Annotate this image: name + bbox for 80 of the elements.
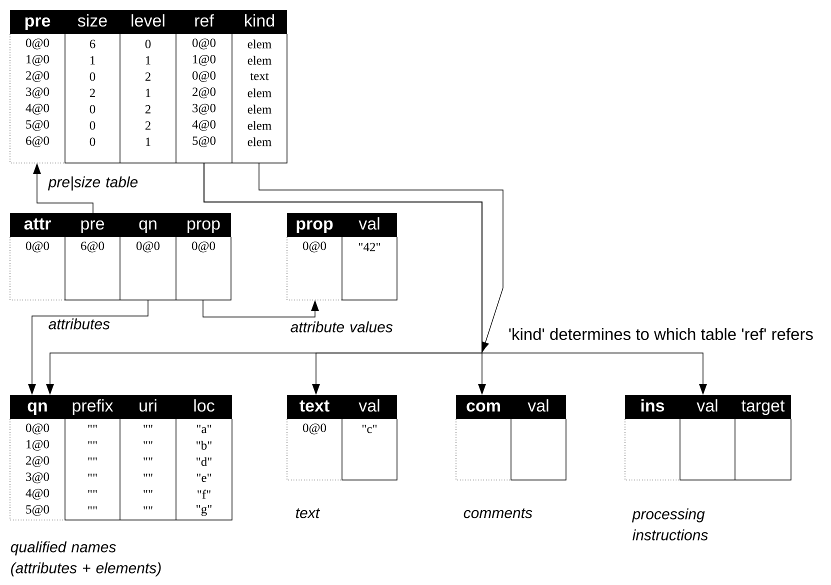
table-cell: "d" <box>196 457 212 466</box>
table-cell: 6@0 <box>81 242 104 252</box>
table-cell: 6@0 <box>26 136 50 148</box>
table-cell: "g" <box>196 505 212 516</box>
table-cell: elem <box>248 88 272 98</box>
table-caption: pre|size table <box>48 176 138 191</box>
table-cell: "c" <box>362 424 377 434</box>
arrow <box>258 162 504 352</box>
table-cell: 1@0 <box>26 54 50 66</box>
table-caption: processing instructions <box>632 508 708 540</box>
table-cell: "" <box>88 490 97 494</box>
table-cell: 0 <box>90 104 96 114</box>
table-cell: "" <box>144 506 152 510</box>
table-cell: "" <box>144 458 152 460</box>
table-cell: 2@0 <box>26 71 50 82</box>
table-cell: 0@0 <box>192 242 216 252</box>
table-cell: 5@0 <box>26 120 50 131</box>
table-cell: "" <box>144 441 152 444</box>
table-cell: "" <box>88 424 97 428</box>
table-cell: 1@0 <box>193 54 216 66</box>
table-cell: "e" <box>196 474 212 482</box>
table-caption: qualified names (attributes + elements) <box>10 541 161 576</box>
table-cell: text <box>250 73 269 80</box>
table-cell: "42" <box>358 242 380 252</box>
table-cell: elem <box>248 121 272 130</box>
table-cell: 2@0 <box>26 456 50 467</box>
table-caption: comments <box>464 508 532 518</box>
table-cell: "b" <box>196 440 212 450</box>
table-cell: 2 <box>145 105 150 114</box>
table-cell: 2 <box>145 72 150 81</box>
table-cell: 3@0 <box>26 472 50 484</box>
table-cell: 1@0 <box>26 440 50 451</box>
table-cell: 2@0 <box>192 88 216 98</box>
table-cell: 6 <box>90 40 96 48</box>
arrow <box>33 163 94 214</box>
table-cell: 0 <box>145 40 151 48</box>
table-cell: 2 <box>145 121 150 130</box>
table-cell: 0@0 <box>192 71 216 82</box>
table-cell: 1 <box>90 56 95 64</box>
annotation: 'kind' determines to which table 'ref' refers <box>509 328 813 340</box>
table-cell: elem <box>248 56 272 65</box>
table-cell: "" <box>88 506 97 510</box>
table-cell: "" <box>144 424 152 428</box>
table-cell: "a" <box>196 424 212 434</box>
table-cell: elem <box>248 104 272 114</box>
table-cell: elem <box>248 137 272 146</box>
table-cell: "f" <box>198 490 210 499</box>
arrow <box>28 300 148 395</box>
table-cell: 3@0 <box>192 104 216 115</box>
table-cell: "" <box>88 474 97 477</box>
table-cell: 4@0 <box>26 104 50 115</box>
table-cell: 0 <box>90 138 96 146</box>
table-cell: "" <box>144 490 152 494</box>
table-cell: elem <box>248 40 272 48</box>
table-cell: 4@0 <box>192 120 216 131</box>
table-caption: attributes <box>48 318 110 330</box>
table-cell: 0@0 <box>26 38 50 50</box>
table-cell: 4@0 <box>26 488 50 500</box>
table-caption: attribute values <box>290 321 393 332</box>
table-cell: 5@0 <box>26 505 50 516</box>
table-cell: 3@0 <box>26 88 50 98</box>
arrow <box>204 162 707 395</box>
table-cell: 0@0 <box>136 242 160 252</box>
table-cell: 1 <box>146 88 150 98</box>
table-cell: 0 <box>90 121 96 130</box>
table-cell: "" <box>144 474 152 477</box>
table-cell: 0 <box>90 72 96 81</box>
table-cell: 0@0 <box>192 38 216 50</box>
table-cell: 1 <box>146 56 150 64</box>
table-cell: 5@0 <box>192 136 216 148</box>
table-cell: "" <box>88 458 97 460</box>
table-cell: 0@0 <box>26 242 50 252</box>
table-cell: 2 <box>90 88 95 98</box>
table-cell: 1 <box>146 138 150 146</box>
table-cell: "" <box>88 441 97 444</box>
arrow <box>202 300 319 318</box>
table-caption: text <box>296 508 320 518</box>
table-cell: 0@0 <box>26 424 50 434</box>
table-cell: 0@0 <box>302 424 326 434</box>
table-cell: 0@0 <box>302 242 326 252</box>
